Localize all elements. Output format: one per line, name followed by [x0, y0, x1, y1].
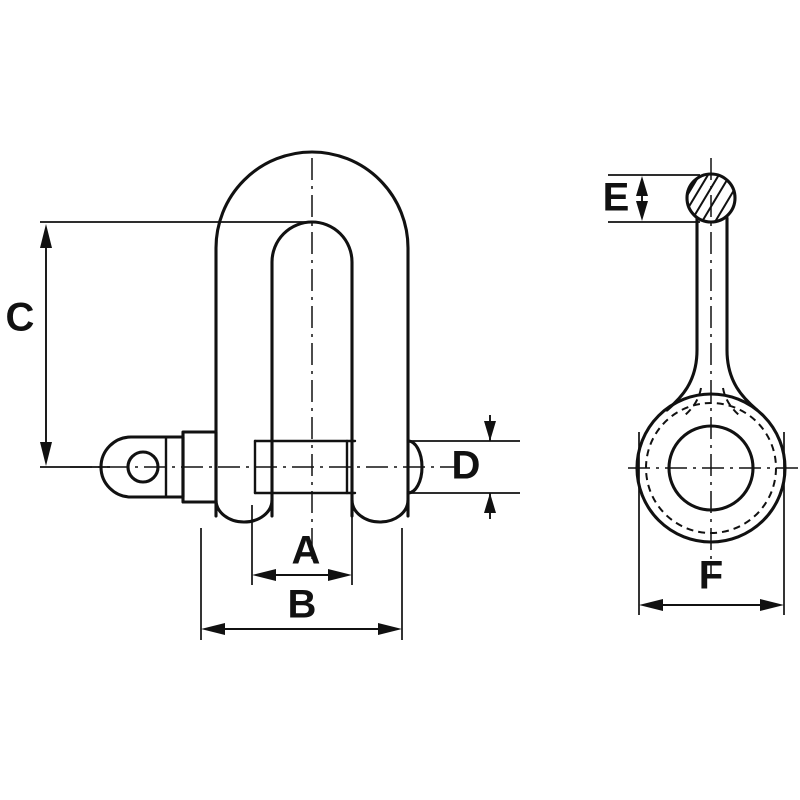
dimension-b-arrow-left [201, 623, 225, 635]
dimension-c-arrow-down [40, 442, 52, 466]
dimension-c: C [6, 221, 312, 468]
dimension-a-label: A [292, 529, 321, 573]
shank-left-inner-hidden-line [683, 387, 702, 417]
dimension-a-arrow-right [328, 569, 352, 581]
pin-head-hole [126, 450, 160, 484]
dimension-f-label: F [699, 554, 723, 598]
shank-right-edge [725, 216, 759, 412]
dimension-e-label: E [603, 176, 630, 220]
shackle-left-leg-bottom-cap [214, 498, 274, 524]
shackle-right-leg-bottom-cap [350, 498, 410, 524]
pin-head-outline [99, 435, 185, 499]
shank-right-inner-hidden-line [722, 387, 741, 417]
bar-cross-section [685, 172, 737, 224]
dimension-b-label: B [288, 583, 317, 627]
side-view: E F [603, 158, 798, 615]
dimension-c-arrow-up [40, 224, 52, 248]
dimension-a: A [251, 505, 353, 585]
dimension-f-arrow-left [639, 599, 663, 611]
dimension-f: F [638, 432, 785, 615]
eye-outer-contour [635, 392, 787, 544]
dimension-b-arrow-right [378, 623, 402, 635]
dimension-d-arrow-up [484, 493, 496, 513]
eye-bore-circle [667, 424, 755, 512]
dimension-b: B [200, 528, 403, 640]
bar-cross-section-circle [685, 172, 737, 224]
dimension-a-arrow-left [252, 569, 276, 581]
pin-head-boss [181, 430, 218, 504]
dimension-d: D [410, 415, 520, 519]
dimension-d-label: D [452, 444, 481, 488]
dimension-f-arrow-right [760, 599, 784, 611]
shank-left-edge [665, 216, 699, 412]
dimension-e-arrow-up [636, 176, 648, 196]
dimension-c-label: C [6, 296, 35, 340]
dimension-e-arrow-down [636, 201, 648, 221]
dimension-e: E [603, 174, 700, 223]
eye-hidden-circle [645, 402, 777, 534]
pin-tip-protrusion [406, 439, 424, 495]
front-view: C A B D [6, 150, 520, 640]
shackle-body-outer-profile [214, 150, 410, 518]
dimension-d-arrow-down [484, 421, 496, 441]
